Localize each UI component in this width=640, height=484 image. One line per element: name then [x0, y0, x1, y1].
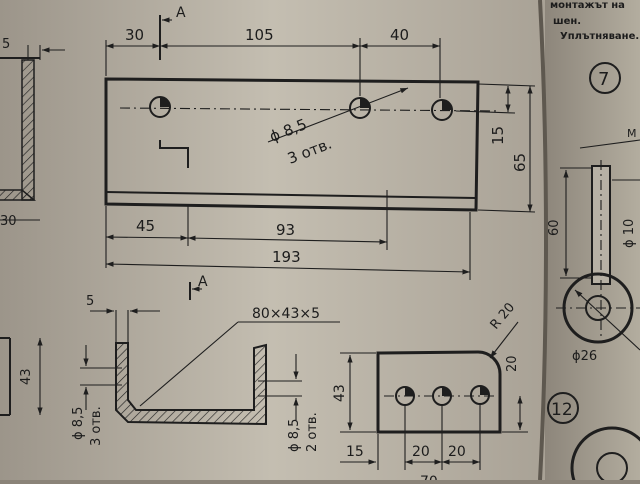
right-dim-m: M — [627, 127, 637, 140]
right-page-header-2: шен. — [553, 16, 581, 27]
right-dim-2: 65 — [511, 153, 529, 172]
left-dim-low: 43 — [19, 368, 34, 385]
plate-bottom-dim-2: 20 — [412, 444, 430, 460]
hole — [149, 96, 171, 118]
top-view-flange-line — [105, 191, 477, 199]
hole — [431, 99, 453, 121]
plate-bottom-dim-1: 15 — [346, 444, 364, 460]
plate-height-dim: 43 — [332, 384, 348, 402]
item-12-circle — [547, 392, 579, 424]
top-dim-2: 105 — [245, 26, 274, 44]
bottom-dim-3: 193 — [272, 248, 301, 266]
channel-profile — [115, 342, 267, 426]
left-dim-top: 5 — [2, 37, 10, 52]
right-page-content: монтажът на шен. Уплътняване. 7 M 60 ϕ 1… — [547, 0, 640, 484]
plate-bottom-dim-3: 20 — [448, 444, 466, 460]
plate-right-dim: 20 — [505, 355, 520, 372]
right-dim-dia10: ϕ 10 — [622, 219, 637, 248]
top-section-label: A — [176, 5, 186, 21]
top-view: A 30 105 40 ϕ 8,5 3 отв. 15 65 45 93 193 — [104, 5, 536, 280]
thickness-dim: 5 — [86, 294, 94, 309]
top-dim-1: 30 — [125, 26, 144, 44]
section-view-label: A — [198, 274, 208, 290]
top-view-outline — [104, 77, 480, 212]
right-page-header-1: монтажът на — [550, 0, 625, 11]
section-view: A 5 80×43×5 ϕ 8,5 3 отв. ϕ 8,5 2 отв. — [71, 274, 340, 452]
item-7-number: 7 — [598, 69, 609, 90]
left-dim-mid: 30 — [0, 214, 17, 229]
item-7-circle — [589, 62, 621, 94]
left-hole-dia: ϕ 8,5 — [71, 407, 86, 440]
right-dim-dia26: ϕ26 — [572, 349, 597, 364]
plate-cut-dim: 70 — [420, 474, 438, 480]
right-hole-dia: ϕ 8,5 — [287, 419, 302, 452]
bottom-dim-2: 93 — [276, 221, 295, 239]
left-partial-figure: 5 30 43 — [0, 37, 65, 416]
top-dim-3: 40 — [390, 26, 409, 44]
book-gutter — [538, 0, 548, 481]
left-hole-count: 3 отв. — [89, 406, 104, 446]
plate-outline — [376, 350, 502, 434]
profile-spec: 80×43×5 — [252, 306, 320, 322]
right-dim-60: 60 — [547, 219, 562, 236]
right-dim-1: 15 — [489, 126, 507, 145]
right-hole-count: 2 отв. — [305, 412, 320, 452]
plate-view: R 20 43 20 15 20 20 70 — [332, 300, 528, 484]
item-12-number: 12 — [551, 400, 573, 420]
right-page-header-3: Уплътняване. — [560, 31, 639, 42]
bottom-dim-1: 45 — [136, 217, 155, 235]
